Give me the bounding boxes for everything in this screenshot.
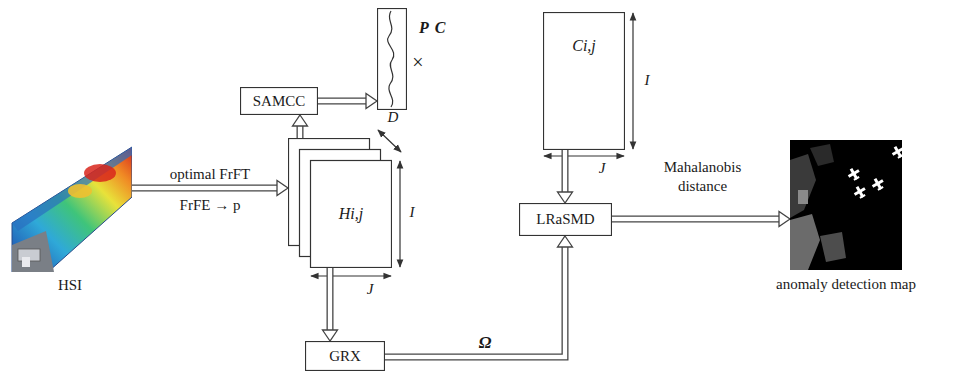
node-label: anomaly detection map (776, 275, 916, 294)
data-cube: Hi,j (288, 138, 392, 268)
operator-symbol: × (408, 50, 428, 75)
arrow-body (328, 268, 332, 330)
arrow-outline (562, 150, 569, 192)
node-label: HSI (8, 276, 132, 295)
width-dimension (544, 155, 624, 156)
dimension-label: I (639, 71, 655, 90)
dimension-label: D (383, 108, 403, 127)
node-label: C (430, 18, 450, 38)
process-box: SAMCC (240, 87, 318, 115)
arrow-outline (385, 247, 565, 357)
edge-label: Ω (455, 332, 515, 353)
height-dimension (632, 13, 633, 149)
hollow-arrow (612, 212, 790, 227)
arrow-outline (327, 268, 334, 330)
arrow-head (558, 192, 573, 203)
depth-dimension (378, 130, 401, 152)
node-label: GRX (305, 341, 385, 371)
arrow-outline (297, 126, 304, 138)
vector-strip-art (377, 8, 407, 110)
detection-map-art (790, 140, 902, 270)
node-label: LRaSMD (519, 203, 612, 236)
arrow-body (318, 99, 366, 103)
arrow-head (293, 115, 308, 126)
arrow-body (612, 217, 779, 221)
height-dimension (399, 161, 400, 267)
hollow-arrow (293, 115, 308, 138)
arrow-head (277, 181, 288, 196)
node-label: Hi,j (310, 160, 392, 268)
arrow-head (323, 330, 338, 341)
arrow-head (366, 94, 377, 109)
dimension-label: I (404, 203, 420, 222)
edge-label: optimal FrFT (140, 165, 280, 184)
edge-label: Mahalanobis distance (640, 158, 765, 196)
arrow-outline (318, 98, 366, 105)
node-label: SAMCC (240, 87, 318, 115)
dimension-label: J (594, 159, 610, 178)
transform-note: FrFE → p (140, 196, 280, 215)
hollow-arrow (385, 236, 573, 357)
width-dimension (311, 275, 391, 276)
hollow-arrow (558, 150, 573, 203)
hyperspectral-image-art (8, 145, 132, 272)
detection-map: anomaly detection map (790, 140, 902, 270)
hyperspectral-image: HSI (8, 145, 132, 272)
arrow-outline (612, 216, 779, 223)
vector-strip: P (377, 8, 407, 110)
arrow-head (558, 236, 573, 247)
matrix-square: CCi,j (543, 12, 625, 150)
dimension-label: J (362, 280, 378, 299)
process-box: GRX (305, 341, 385, 371)
arrow-body (563, 150, 567, 192)
arrow-body (132, 186, 277, 190)
node-label: Ci,j (543, 34, 625, 58)
arrow-outline (132, 185, 277, 192)
arrow-body (298, 126, 302, 138)
arrow-body (385, 247, 565, 357)
data-cube-art (288, 138, 392, 268)
matrix-square-art (543, 12, 625, 150)
node-label: P (414, 18, 434, 38)
hollow-arrow (318, 94, 377, 109)
arrow-head (779, 212, 790, 227)
hollow-arrow (323, 268, 338, 341)
hollow-arrow (132, 181, 288, 196)
process-box: LRaSMD (519, 203, 612, 236)
